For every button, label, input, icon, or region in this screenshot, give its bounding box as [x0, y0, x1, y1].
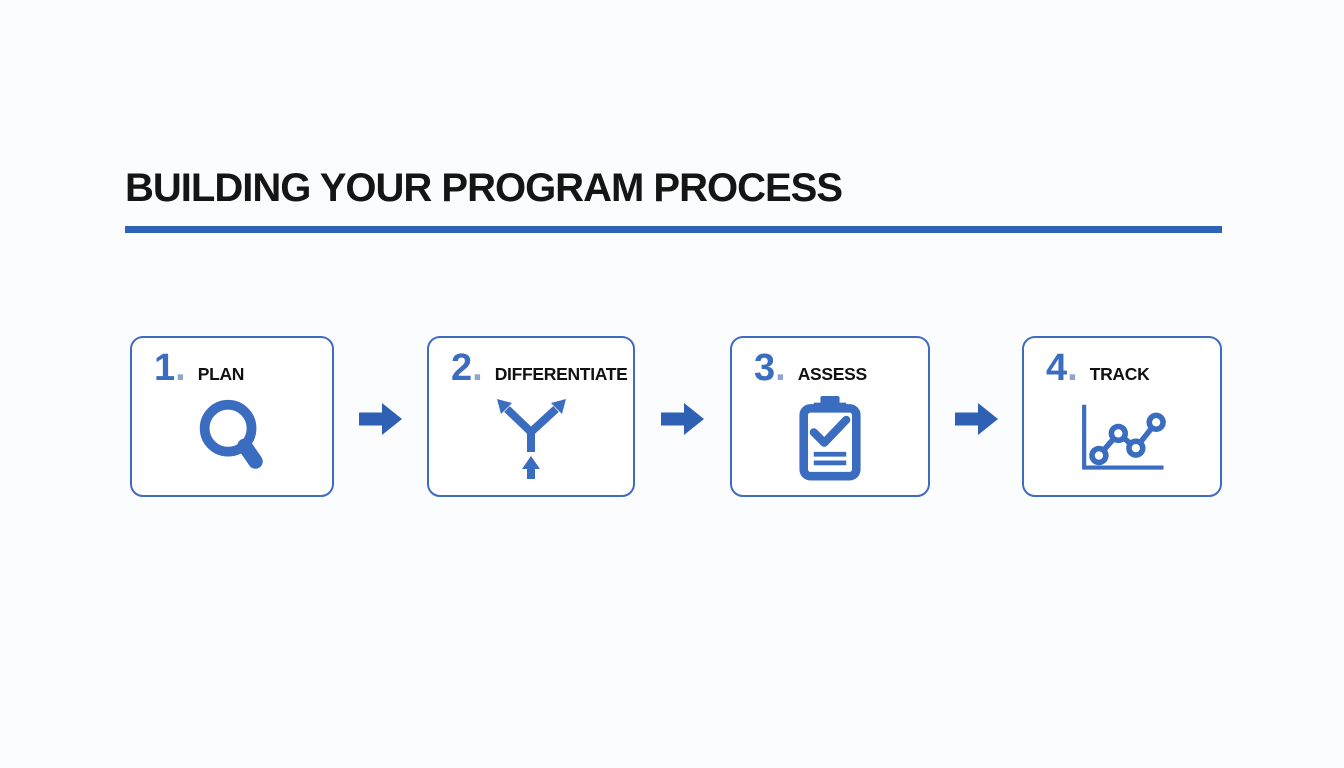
- step-header: 3. ASSESS: [732, 338, 928, 389]
- step-number-dot: .: [175, 347, 186, 389]
- step-number: 2: [451, 347, 473, 389]
- right-arrow-icon: [955, 403, 998, 435]
- right-arrow-icon: [359, 403, 402, 435]
- step-number-dot: .: [775, 347, 786, 389]
- branch-arrows-icon: [496, 399, 566, 480]
- step-icon-area: [429, 389, 633, 495]
- step-header: 4. TRACK: [1024, 338, 1220, 389]
- step-header: 1. PLAN: [132, 338, 332, 389]
- right-arrow-icon: [661, 403, 704, 435]
- step-label: TRACK: [1089, 364, 1150, 384]
- step-number-dot: .: [472, 347, 483, 389]
- trend-chart-icon: [1082, 404, 1166, 470]
- title-underline: [125, 226, 1222, 233]
- step-icon-area: [132, 389, 332, 495]
- step-label: PLAN: [197, 364, 245, 384]
- step-box-plan: 1. PLAN: [130, 336, 334, 497]
- clipboard-check-icon: [799, 395, 861, 481]
- step-number: 1: [154, 347, 176, 389]
- page-title: BUILDING YOUR PROGRAM PROCESS: [125, 166, 843, 210]
- step-box-track: 4. TRACK: [1022, 336, 1222, 497]
- step-number-dot: .: [1067, 347, 1078, 389]
- step-number: 3: [754, 347, 776, 389]
- step-label: ASSESS: [797, 364, 868, 384]
- magnifier-icon: [199, 399, 263, 469]
- step-number: 4: [1046, 347, 1068, 389]
- step-icon-area: [732, 389, 928, 495]
- step-icon-area: [1024, 389, 1220, 495]
- step-box-assess: 3. ASSESS: [730, 336, 930, 497]
- step-header: 2. DIFFERENTIATE: [429, 338, 633, 389]
- step-label: DIFFERENTIATE: [494, 364, 628, 384]
- step-box-differentiate: 2. DIFFERENTIATE: [427, 336, 635, 497]
